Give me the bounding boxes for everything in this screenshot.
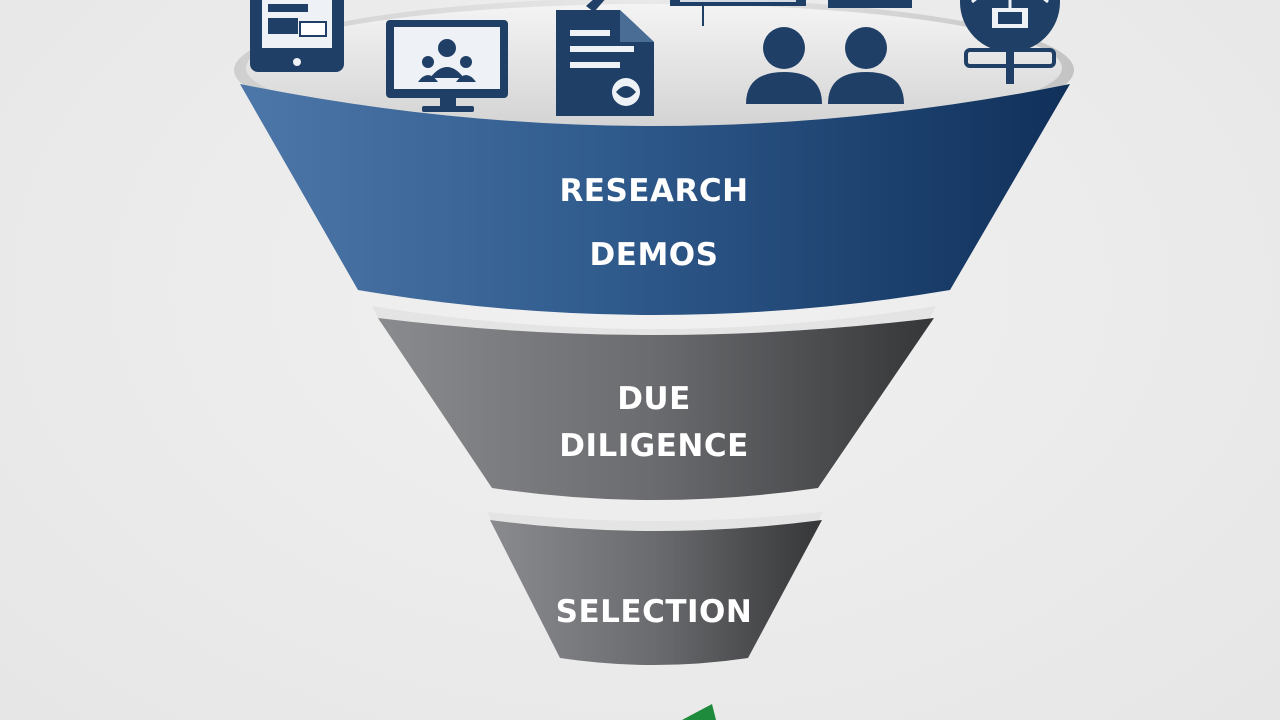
stage-bottom-line1: SELECTION (556, 594, 753, 630)
laptop-icon (670, 0, 912, 26)
two-people-icon (746, 27, 904, 104)
funnel-section-top (240, 84, 1070, 315)
funnel-section-bottom (490, 520, 822, 665)
monitor-meeting-icon (386, 20, 508, 112)
stage-middle-line1: DUE (617, 381, 691, 417)
output-arrow-icon (682, 704, 716, 720)
globe-signpost-icon (960, 0, 1060, 84)
funnel-section-middle (378, 318, 934, 500)
stage-top-line1: RESEARCH (559, 173, 748, 209)
tablet-icon (250, 0, 344, 72)
stage-top-line2: DEMOS (590, 237, 719, 273)
document-icon (556, 0, 654, 116)
stage-middle-line2: DILIGENCE (559, 428, 749, 464)
